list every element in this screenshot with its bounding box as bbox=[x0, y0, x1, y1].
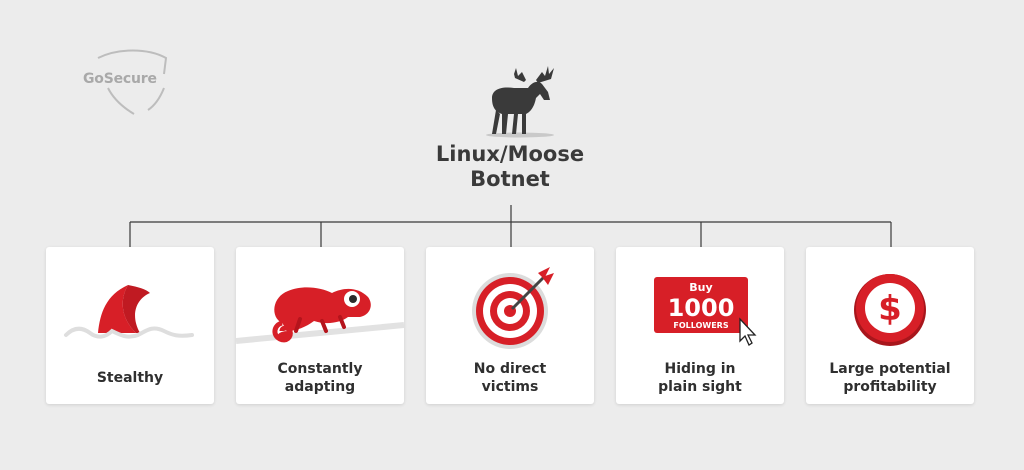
card-label: No direct victims bbox=[473, 361, 547, 395]
badge-count-text: 1000 bbox=[668, 294, 735, 322]
card-stealthy: Stealthy bbox=[46, 247, 214, 404]
card-large-potential-profitability: $ Large potential profitability bbox=[806, 247, 974, 404]
dollar-coin-icon: $ bbox=[854, 274, 926, 346]
moose-icon bbox=[486, 66, 554, 138]
gosecure-logo: GoSecure bbox=[78, 44, 188, 120]
diagram-title: Linux/Moose Botnet bbox=[410, 142, 610, 192]
title-line-1: Linux/Moose bbox=[435, 142, 585, 166]
badge-followers-text: FOLLOWERS bbox=[673, 321, 728, 330]
buy-followers-icon: Buy 1000 FOLLOWERS bbox=[654, 277, 757, 346]
card-label: Large potential profitability bbox=[829, 361, 951, 395]
shark-fin-icon bbox=[64, 285, 194, 339]
card-hiding-in-plain-sight: Buy 1000 FOLLOWERS Hiding in plain sight bbox=[616, 247, 784, 404]
target-icon bbox=[472, 267, 554, 349]
dollar-sign: $ bbox=[878, 289, 902, 329]
cursor-icon bbox=[739, 317, 757, 346]
card-label: Constantly adapting bbox=[277, 361, 363, 395]
card-no-direct-victims: No direct victims bbox=[426, 247, 594, 404]
shield-outline-icon bbox=[97, 49, 168, 115]
chameleon-icon bbox=[236, 287, 404, 344]
badge-buy-text: Buy bbox=[689, 281, 712, 294]
card-label: Stealthy bbox=[96, 370, 164, 386]
card-label: Hiding in plain sight bbox=[658, 361, 742, 395]
card-constantly-adapting: Constantly adapting bbox=[236, 247, 404, 404]
title-line-2: Botnet bbox=[470, 167, 550, 191]
logo-text: GoSecure bbox=[83, 71, 157, 87]
